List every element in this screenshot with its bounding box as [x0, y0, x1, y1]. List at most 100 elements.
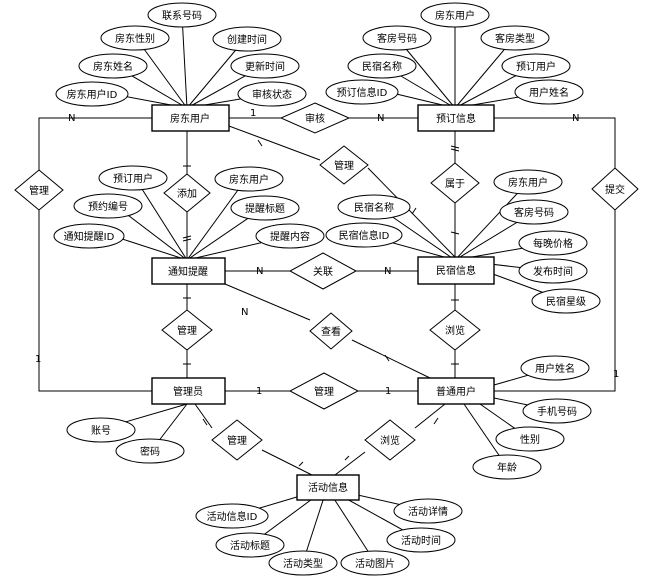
attr-activity-id: 活动信息ID [195, 503, 269, 529]
attr-activity-detail: 活动详情 [393, 498, 463, 524]
entity-landlord-label: 房东用户 [170, 112, 210, 125]
rel-admin-manage-user: 管理 [288, 372, 360, 410]
line-browse-activity [334, 451, 366, 476]
line-manage-homestay [367, 167, 456, 258]
cardinality-labels: 1 N N N N N N 1 1 1 1 [35, 108, 619, 397]
attr-admin-account: 账号 [66, 417, 136, 443]
line-user-browse-activity [414, 403, 446, 429]
rel-view-notice: 查看 [309, 312, 353, 350]
attr-user-gender: 性别 [495, 426, 565, 452]
rel-associate-label: 关联 [313, 265, 333, 278]
entity-activity: 活动信息 [296, 474, 360, 501]
card-admin-manage-user-left: 1 [256, 386, 262, 397]
attr-homestay-published: 发布时间 [518, 258, 588, 284]
attr-text: 用户姓名 [529, 86, 569, 99]
attr-text: 预订信息ID [337, 86, 388, 99]
attr-text: 活动图片 [355, 557, 395, 570]
attr-booking-room-no: 客房号码 [362, 25, 432, 51]
attr-booking-homestay-name: 民宿名称 [347, 53, 417, 79]
attr-text: 预订用户 [113, 172, 153, 185]
rel-admin-manage-user-label: 管理 [314, 385, 334, 398]
attr-landlord-id: 房东用户ID [55, 81, 129, 107]
attr-booking-room-type: 客房类型 [480, 25, 550, 51]
attr-booking-id: 预订信息ID [325, 79, 399, 105]
line-manage-admin [38, 210, 152, 392]
attr-text: 发布时间 [533, 265, 573, 278]
rel-admin-manage-landlord-label: 管理 [29, 184, 49, 197]
attr-text: 民宿星级 [546, 295, 586, 308]
entity-activity-label: 活动信息 [308, 481, 348, 494]
attr-text: 房东用户 [435, 9, 475, 22]
attr-text: 活动详情 [408, 505, 448, 518]
line-landlord-manage [228, 125, 321, 161]
rel-audit: 审核 [279, 102, 351, 134]
attr-homestay-room-no: 客房号码 [499, 199, 569, 225]
attr-text: 民宿名称 [362, 60, 402, 73]
line-booking-submit [494, 117, 616, 168]
line-view-user [351, 339, 431, 379]
attr-text: 房东用户ID [67, 88, 118, 101]
attr-text: 活动时间 [401, 534, 441, 547]
attr-booking-landlord: 房东用户 [420, 2, 490, 28]
attr-landlord-gender: 房东性别 [100, 25, 170, 51]
attr-landlord-created: 创建时间 [212, 26, 282, 52]
tick-marks [182, 139, 460, 467]
card-booking-submit: N [572, 113, 579, 124]
attr-homestay-landlord: 房东用户 [493, 169, 563, 195]
attr-admin-password: 密码 [115, 438, 185, 464]
attr-booking-user: 预订用户 [501, 53, 571, 79]
attr-homestay-id: 民宿信息ID [325, 222, 403, 248]
attr-text: 账号 [91, 425, 111, 437]
line-manage-activity [261, 449, 313, 476]
attr-text: 客房类型 [495, 32, 535, 45]
rel-view-notice-label: 查看 [321, 325, 341, 338]
rel-audit-label: 审核 [305, 112, 325, 125]
rel-browse-activity-label: 浏览 [380, 434, 400, 447]
rel-browse-homestay: 浏览 [429, 309, 481, 351]
card-admin-manage-user-right: 1 [385, 386, 391, 397]
attr-text: 预订用户 [516, 60, 556, 73]
attr-homestay-rating: 民宿星级 [531, 288, 601, 314]
card-audit-booking: N [377, 113, 384, 124]
rel-admin-manage-landlord: 管理 [14, 169, 64, 211]
attr-text: 密码 [140, 445, 160, 458]
attr-text: 客房号码 [377, 32, 417, 45]
attr-text: 创建时间 [227, 33, 267, 46]
line-notice-view [224, 283, 311, 321]
attr-text: 房东姓名 [93, 60, 133, 73]
rel-add: 添加 [163, 173, 211, 213]
entity-booking: 预订信息 [417, 104, 495, 132]
rel-manage-landlord-homestay-label: 管理 [334, 159, 354, 172]
card-associate-homestay: N [384, 266, 391, 277]
attr-text: 联系号码 [162, 10, 202, 22]
entity-admin-label: 管理员 [173, 385, 203, 398]
attr-text: 更新时间 [245, 60, 285, 73]
attr-text: 房东用户 [229, 173, 269, 186]
attr-booking-user-name: 用户姓名 [514, 79, 584, 105]
attr-text: 房东性别 [115, 32, 155, 45]
attr-landlord-name: 房东姓名 [78, 53, 148, 79]
card-notice-view: N [241, 307, 248, 318]
rel-submit-label: 提交 [605, 183, 625, 196]
rel-manage-landlord-homestay: 管理 [319, 145, 369, 185]
entity-booking-label: 预订信息 [436, 112, 476, 125]
rel-browse-homestay-label: 浏览 [445, 324, 465, 337]
attr-landlord-updated: 更新时间 [230, 53, 300, 79]
attr-notice-id: 通知提醒ID [53, 223, 125, 249]
card-admin-left-1: 1 [35, 354, 41, 365]
attr-user-age: 年龄 [472, 454, 542, 480]
rel-add-label: 添加 [177, 187, 197, 200]
attr-text: 年龄 [497, 461, 517, 474]
attr-landlord-phone: 联系号码 [147, 2, 217, 28]
card-notice-associate: N [256, 266, 263, 277]
rel-admin-manage-activity: 管理 [211, 419, 263, 461]
rel-belongs-label: 属于 [445, 178, 465, 190]
attr-text: 性别 [520, 433, 540, 446]
entity-notice: 通知提醒 [151, 257, 226, 285]
card-landlord-audit: 1 [250, 108, 256, 119]
rel-admin-manage-notice-label: 管理 [177, 324, 197, 337]
attr-text: 活动标题 [230, 540, 270, 552]
attr-text: 客房号码 [514, 206, 554, 219]
attr-text: 审核状态 [252, 88, 292, 101]
